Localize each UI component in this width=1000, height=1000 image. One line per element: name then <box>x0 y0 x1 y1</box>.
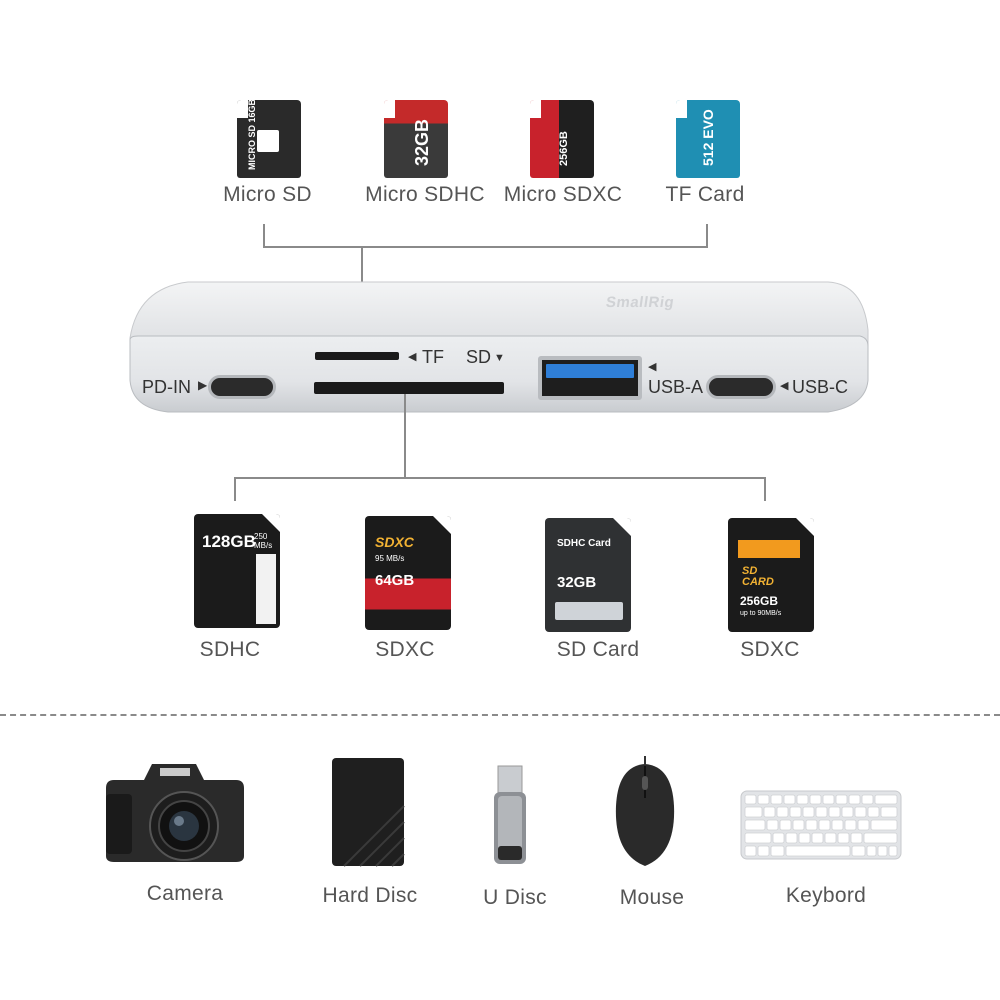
sd-card-grey: SDHC Card 32GB <box>545 518 631 632</box>
usb-a-tongue <box>546 364 634 378</box>
micro-sd-card-text: MICRO SD 16GB <box>247 100 257 170</box>
keyboard-label: Keybord <box>785 884 867 907</box>
micro-sdhc-label: Micro SDHC <box>365 183 485 206</box>
sdxc-card-orange-capacity: 256GB <box>740 594 779 608</box>
usb-c-arrow-icon: ◀ <box>780 380 789 392</box>
bottom-connector-left <box>234 477 236 501</box>
sdhc-card-speed: 250 MB/s <box>254 532 273 550</box>
sdxc-card-orange: SD CARD 256GB up to 90MB/s <box>728 518 814 632</box>
usb-c-hub: SmallRig PD-IN ▶ ◀ TF SD ▼ ◀ USB-A ◀ USB… <box>128 280 870 414</box>
tf-card: 512 EVO <box>676 100 740 178</box>
sdxc-card-red-capacity: 64GB <box>375 572 415 589</box>
sdxc-card-red: SDXC 95 MB/s 64GB <box>365 516 451 630</box>
usb-a-label: USB-A <box>648 377 704 397</box>
tf-arrow-icon: ◀ <box>408 351 417 363</box>
hard-disc-label: Hard Disc <box>322 884 418 907</box>
usb-c-label: USB-C <box>792 377 849 397</box>
u-disc-icon <box>494 765 526 864</box>
hard-disc-icon <box>332 758 405 867</box>
u-disc-label: U Disc <box>483 886 547 909</box>
bottom-connector-right <box>764 477 766 501</box>
sdhc-card-capacity: 128GB <box>202 532 256 551</box>
sd-slot[interactable] <box>314 382 504 394</box>
sdhc-card: 128GB 250 MB/s 166 <box>194 514 280 628</box>
micro-sdhc-card-text: 32GB <box>412 118 432 166</box>
camera-icon <box>106 764 244 862</box>
top-connector-left <box>263 224 265 248</box>
micro-sdhc-card: 32GB <box>384 100 448 178</box>
pd-in-port[interactable] <box>208 375 276 399</box>
micro-sdxc-card: 256GB <box>530 100 594 178</box>
bottom-connector-up <box>404 394 406 478</box>
sdxc-label-1: SDXC <box>375 638 435 661</box>
sd-card-label: SD Card <box>556 638 640 661</box>
brand-logo: SmallRig <box>604 294 676 311</box>
pd-in-label: PD-IN <box>142 377 191 397</box>
tf-label: TF <box>422 347 444 367</box>
sd-card-grey-title: SDHC Card <box>557 538 611 549</box>
usb-a-port[interactable] <box>538 356 642 400</box>
sd-arrow-icon: ▼ <box>494 352 505 364</box>
sd-label: SD <box>466 347 492 367</box>
sd-card-grey-capacity: 32GB <box>557 574 597 591</box>
mouse-icon <box>615 756 675 866</box>
tf-card-text: 512 EVO <box>700 109 716 166</box>
mouse-label: Mouse <box>619 886 685 909</box>
pd-in-arrow-icon: ▶ <box>198 378 208 392</box>
keyboard-icon <box>740 790 902 860</box>
sdxc-card-red-title: SDXC <box>375 534 414 550</box>
camera-label: Camera <box>146 882 224 905</box>
sdhc-label: SDHC <box>199 638 261 661</box>
usb-a-arrow-icon: ◀ <box>648 361 657 373</box>
sdxc-card-orange-title: SD CARD <box>742 565 774 588</box>
bottom-connector-horizontal <box>234 477 766 479</box>
micro-sd-label: Micro SD <box>223 183 312 206</box>
sdxc-card-orange-speed: up to 90MB/s <box>740 610 782 617</box>
tf-slot[interactable] <box>315 352 399 360</box>
usb-c-port[interactable] <box>706 375 776 399</box>
dashed-divider <box>0 714 1000 716</box>
sdxc-label-2: SDXC <box>740 638 800 661</box>
tf-card-label: TF Card <box>665 183 745 206</box>
micro-sd-card: MICRO SD 16GB <box>237 100 301 178</box>
sdxc-card-red-speed: 95 MB/s <box>375 554 405 563</box>
micro-sdxc-label: Micro SDXC <box>503 183 623 206</box>
top-connector-horizontal <box>263 246 708 248</box>
top-connector-right <box>706 224 708 248</box>
micro-sdxc-card-text: 256GB <box>558 131 570 166</box>
